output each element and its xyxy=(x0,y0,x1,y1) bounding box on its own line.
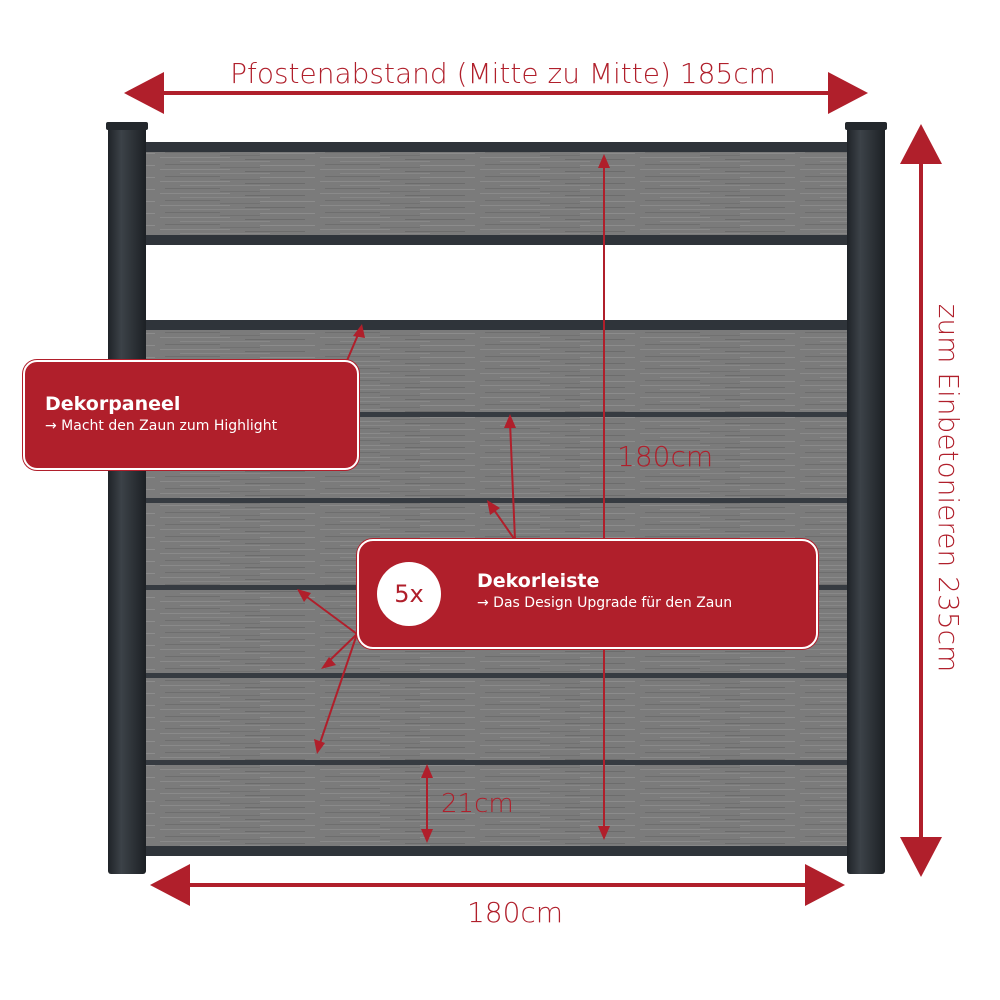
decor-strip-pointers xyxy=(297,414,516,754)
decor-strip-title: Dekorleiste xyxy=(477,570,600,592)
decor-strip-subtitle: → Das Design Upgrade für den Zaun xyxy=(477,595,733,611)
left-post xyxy=(108,124,146,874)
decor-panel-rail-top xyxy=(142,235,850,245)
decor-strip-4 xyxy=(142,673,848,678)
panel-height-label: 180cm xyxy=(617,440,713,473)
decor-panel-subtitle: → Macht den Zaun zum Highlight xyxy=(45,418,278,434)
fence-posts xyxy=(106,122,887,874)
bottom-rail xyxy=(142,846,850,856)
decor-strip-count-badge: 5x xyxy=(377,562,441,626)
decor-strip-callout: 5x Dekorleiste → Das Design Upgrade für … xyxy=(357,539,818,649)
decor-strip-1 xyxy=(142,412,848,417)
post-spacing-label: Pfostenabstand (Mitte zu Mitte) 185cm xyxy=(230,57,776,90)
panel-width-label: 180cm xyxy=(467,896,563,929)
decor-strip-5 xyxy=(142,760,848,765)
board-height-dimension: 21cm xyxy=(421,764,514,843)
right-post xyxy=(847,124,885,874)
board-height-label: 21cm xyxy=(441,789,514,819)
decor-panel-title: Dekorpaneel xyxy=(45,393,181,415)
top-rail xyxy=(142,142,850,152)
top-board xyxy=(142,146,848,237)
board-6 xyxy=(142,763,848,847)
right-post-cap xyxy=(845,122,887,130)
panel-width-dimension: 180cm xyxy=(150,864,845,929)
post-spacing-dimension: Pfostenabstand (Mitte zu Mitte) 185cm xyxy=(124,57,868,114)
decor-panel-rail-bottom xyxy=(142,320,850,330)
panel-height-dimension: 180cm xyxy=(598,154,713,840)
post-length-label: zum Einbetonieren 235cm xyxy=(932,304,965,673)
decor-panel-callout: Dekorpaneel → Macht den Zaun zum Highlig… xyxy=(23,360,359,470)
decor-strip-2 xyxy=(142,498,848,503)
post-length-dimension: zum Einbetonieren 235cm xyxy=(900,124,965,877)
left-post-cap xyxy=(106,122,148,130)
fence-boards xyxy=(142,146,848,847)
board-5 xyxy=(142,676,848,763)
